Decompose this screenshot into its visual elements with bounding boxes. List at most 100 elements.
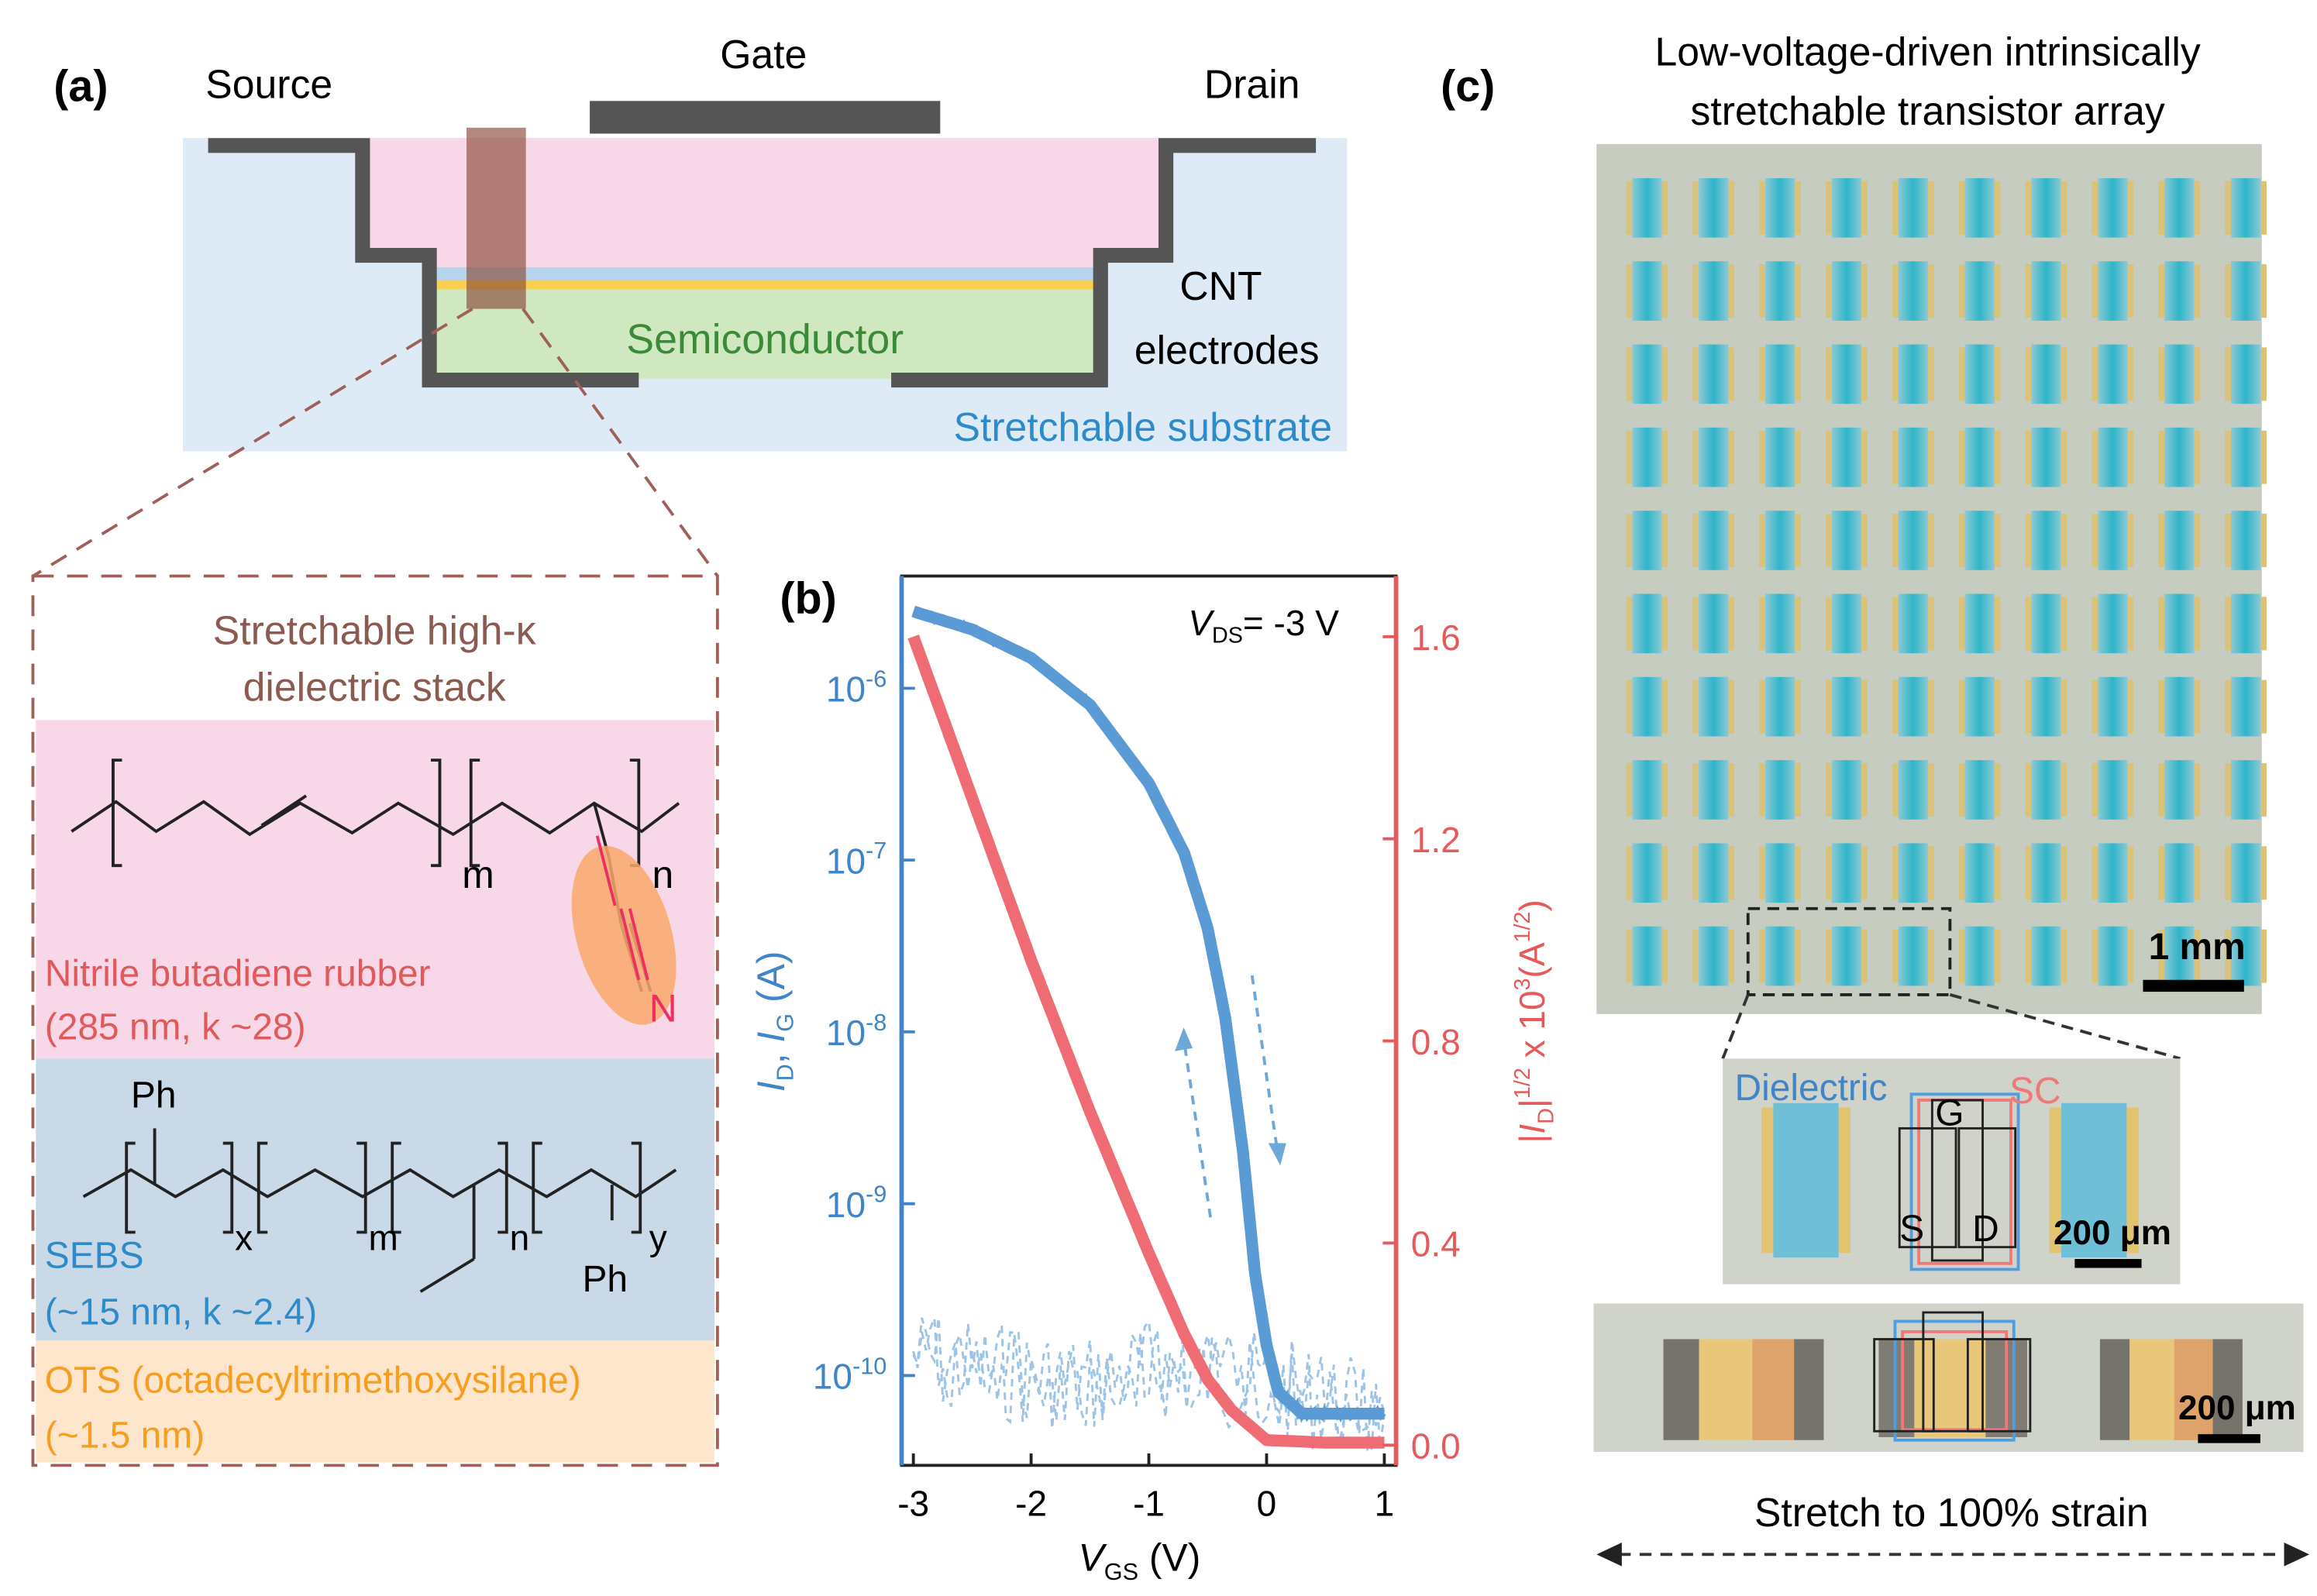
tft-electrode bbox=[2158, 347, 2165, 401]
stretched-source-outline bbox=[1873, 1338, 1935, 1433]
tft-electrode bbox=[1728, 430, 1735, 484]
zoom-line-right bbox=[522, 308, 719, 577]
tft-electrode bbox=[1795, 929, 1801, 983]
tft-device bbox=[1699, 926, 1729, 986]
tft-electrode bbox=[2194, 929, 2201, 983]
y-left-tick-label: 10-6 bbox=[826, 666, 887, 709]
arrow-down-line bbox=[1250, 975, 1279, 1151]
tft-device bbox=[2230, 427, 2261, 487]
tft-electrode bbox=[1626, 430, 1633, 484]
tft-electrode bbox=[1861, 430, 1868, 484]
tft-device bbox=[2230, 344, 2261, 404]
x-axis-unit: (V) bbox=[1138, 1536, 1200, 1579]
tft-electrode bbox=[2061, 430, 2067, 484]
tft-electrode bbox=[2158, 846, 2165, 900]
tft-device bbox=[1764, 593, 1795, 654]
tft-electrode bbox=[1661, 679, 1668, 734]
sebs-structure bbox=[82, 1128, 677, 1293]
tft-electrode bbox=[1759, 514, 1765, 568]
tft-electrode bbox=[1861, 347, 1868, 401]
tft-electrode bbox=[1958, 514, 1965, 568]
d-label: D bbox=[1972, 1209, 1999, 1250]
tft-electrode bbox=[2127, 181, 2134, 235]
tft-electrode bbox=[2225, 762, 2231, 817]
sebs-m: m bbox=[369, 1218, 398, 1258]
tft-device bbox=[2164, 344, 2195, 404]
x-axis-sym: V bbox=[1079, 1536, 1108, 1579]
scale-200-label-a: 200 μm bbox=[2054, 1214, 2171, 1252]
tft-electrode bbox=[2025, 929, 2032, 983]
tft-electrode bbox=[1994, 762, 2001, 817]
stretch-arrow-right bbox=[2284, 1543, 2310, 1567]
stretched-center-sc bbox=[1914, 1339, 1986, 1437]
tft-electrode bbox=[1626, 514, 1633, 568]
tft-device bbox=[1964, 344, 1995, 404]
tft-electrode bbox=[1994, 597, 2001, 651]
tft-electrode bbox=[1958, 264, 1965, 318]
tft-device bbox=[1964, 760, 1995, 820]
tft-device bbox=[1632, 177, 1662, 238]
tft-electrode bbox=[2127, 514, 2134, 568]
tft-electrode bbox=[2260, 679, 2267, 734]
tft-electrode bbox=[1626, 597, 1633, 651]
vds-text: = -3 V bbox=[1243, 603, 1339, 643]
tft-electrode bbox=[1826, 181, 1832, 235]
tft-electrode bbox=[2158, 597, 2165, 651]
vds-sym: V bbox=[1188, 603, 1215, 643]
tft-electrode bbox=[1626, 679, 1633, 734]
y-right-ticks: 1.61.20.80.40.0 bbox=[1382, 617, 1461, 1467]
y-right-tick-label: 0.0 bbox=[1411, 1426, 1461, 1467]
tft-electrode bbox=[2061, 264, 2067, 318]
tft-device bbox=[2230, 926, 2261, 986]
tft-device bbox=[2031, 177, 2061, 238]
tft-electrode bbox=[1692, 929, 1699, 983]
tft-device bbox=[1898, 177, 1929, 238]
tft-electrode bbox=[1795, 679, 1801, 734]
tft-electrode bbox=[1661, 264, 1668, 318]
tft-electrode bbox=[2091, 597, 2098, 651]
stretched-right-d bbox=[2174, 1339, 2213, 1440]
tft-electrode bbox=[2194, 762, 2201, 817]
nbr-n: n bbox=[652, 853, 674, 896]
series-sqrt-id bbox=[907, 635, 1385, 1449]
tft-electrode bbox=[1826, 762, 1832, 817]
tft-electrode bbox=[2225, 597, 2231, 651]
tft-electrode bbox=[2225, 846, 2231, 900]
zoom-tft-left-edge-l bbox=[1761, 1107, 1774, 1254]
tft-device bbox=[1831, 261, 1862, 321]
tft-electrode bbox=[1958, 181, 1965, 235]
tft-device bbox=[1764, 843, 1795, 903]
tft-electrode bbox=[1892, 597, 1899, 651]
tft-electrode bbox=[1661, 762, 1668, 817]
tft-device bbox=[1699, 760, 1729, 820]
tft-electrode bbox=[1861, 264, 1868, 318]
tft-electrode bbox=[2025, 347, 2032, 401]
sebs-ph-top: Ph bbox=[131, 1075, 177, 1116]
tft-electrode bbox=[2025, 181, 2032, 235]
ots-layer bbox=[435, 280, 1108, 290]
scale-1mm-label: 1 mm bbox=[2149, 927, 2246, 968]
stretched-right-edge bbox=[2212, 1339, 2243, 1440]
ots-name: OTS (octadecyltrimethoxysilane) bbox=[45, 1360, 581, 1401]
tft-grid bbox=[1626, 177, 2267, 986]
y-right-tick-label: 0.4 bbox=[1411, 1224, 1461, 1264]
stretched-left-s bbox=[1663, 1339, 1699, 1440]
tft-electrode bbox=[1958, 347, 1965, 401]
tft-electrode bbox=[1759, 430, 1765, 484]
gate-label: Gate bbox=[720, 32, 807, 77]
gate-electrode bbox=[590, 101, 941, 134]
stretched-left-d bbox=[1752, 1339, 1795, 1440]
tft-electrode bbox=[1892, 762, 1899, 817]
tft-electrode bbox=[1892, 264, 1899, 318]
scale-200-bar-b bbox=[2198, 1434, 2260, 1443]
y-right-tick-label: 0.8 bbox=[1411, 1022, 1461, 1062]
tft-device bbox=[1831, 843, 1862, 903]
tft-electrode bbox=[2225, 514, 2231, 568]
tft-device bbox=[2164, 843, 2195, 903]
y-left-tick-label: 10-9 bbox=[826, 1182, 887, 1225]
y-left-tick-label: 10-8 bbox=[826, 1010, 887, 1053]
tft-electrode bbox=[1728, 679, 1735, 734]
tft-electrode bbox=[1692, 181, 1699, 235]
tft-device bbox=[2164, 427, 2195, 487]
tft-device bbox=[1964, 427, 1995, 487]
